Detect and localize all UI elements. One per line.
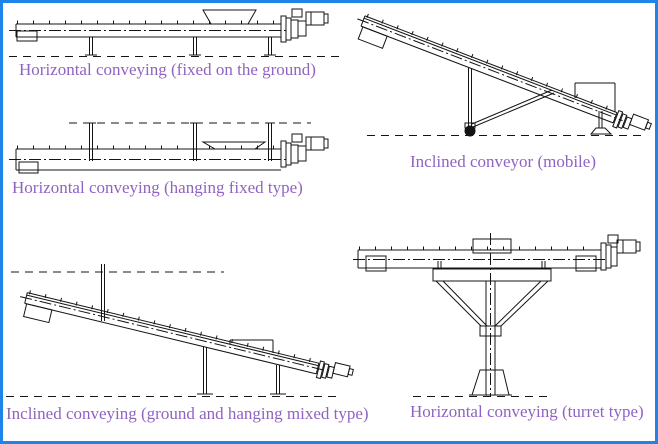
conveyor-drawing <box>9 8 339 57</box>
drive-gearmotor <box>280 8 329 43</box>
drive-gearmotor <box>315 360 354 380</box>
wheel <box>464 125 476 137</box>
conveyor-drawing <box>357 13 653 137</box>
jack-support <box>589 111 613 135</box>
drive-gearmotor <box>600 234 641 271</box>
caption-horizontal-turret: Horizontal conveying (turret type) <box>410 402 644 421</box>
right-outlet-box <box>575 255 597 272</box>
discharge-hopper-outline <box>574 82 616 112</box>
feed-inlet-box <box>472 238 512 254</box>
hanger-rod <box>101 264 105 321</box>
caption-inclined-ground-hanging-mixed: Inclined conveying (ground and hanging m… <box>6 404 369 423</box>
support-legs <box>85 36 276 56</box>
inlet-chute <box>22 303 53 324</box>
inlet-chute <box>357 26 388 49</box>
conveyor-tube <box>353 246 606 272</box>
diagram-horizontal-hanging-fixed <box>9 115 344 190</box>
diagram-inclined-ground-hanging-mixed <box>6 251 354 426</box>
caption-horizontal-fixed-ground: Horizontal conveying (fixed on the groun… <box>19 60 316 79</box>
hanger-rods <box>86 122 275 161</box>
drive-gearmotor <box>612 110 653 131</box>
drive-gearmotor <box>280 133 329 168</box>
caption-horizontal-hanging-fixed: Horizontal conveying (hanging fixed type… <box>12 178 303 197</box>
left-outlet-box <box>365 255 387 272</box>
conveyor-tube <box>9 145 289 174</box>
conveyor-drawing <box>353 233 641 397</box>
wheel-support <box>464 68 476 137</box>
feed-hopper <box>201 141 267 150</box>
diagram-horizontal-fixed-ground <box>9 7 344 59</box>
turret-pedestal <box>432 261 552 396</box>
conveyor-tube <box>9 20 289 42</box>
inclined-tube-and-drive <box>357 13 653 131</box>
diagonal-brace <box>471 89 555 128</box>
inclined-tube-and-drive <box>20 290 354 380</box>
discharge-hopper-outline <box>229 339 274 353</box>
support-legs <box>197 347 286 395</box>
conveyor-drawing <box>6 264 354 397</box>
conveyor-drawing <box>9 122 329 174</box>
diagram-horizontal-turret <box>353 231 655 403</box>
column-collar <box>479 325 502 337</box>
platform <box>432 268 552 282</box>
diagram-inclined-mobile <box>355 11 655 151</box>
caption-inclined-mobile: Inclined conveyor (mobile) <box>410 152 596 171</box>
feed-hopper <box>202 9 257 25</box>
